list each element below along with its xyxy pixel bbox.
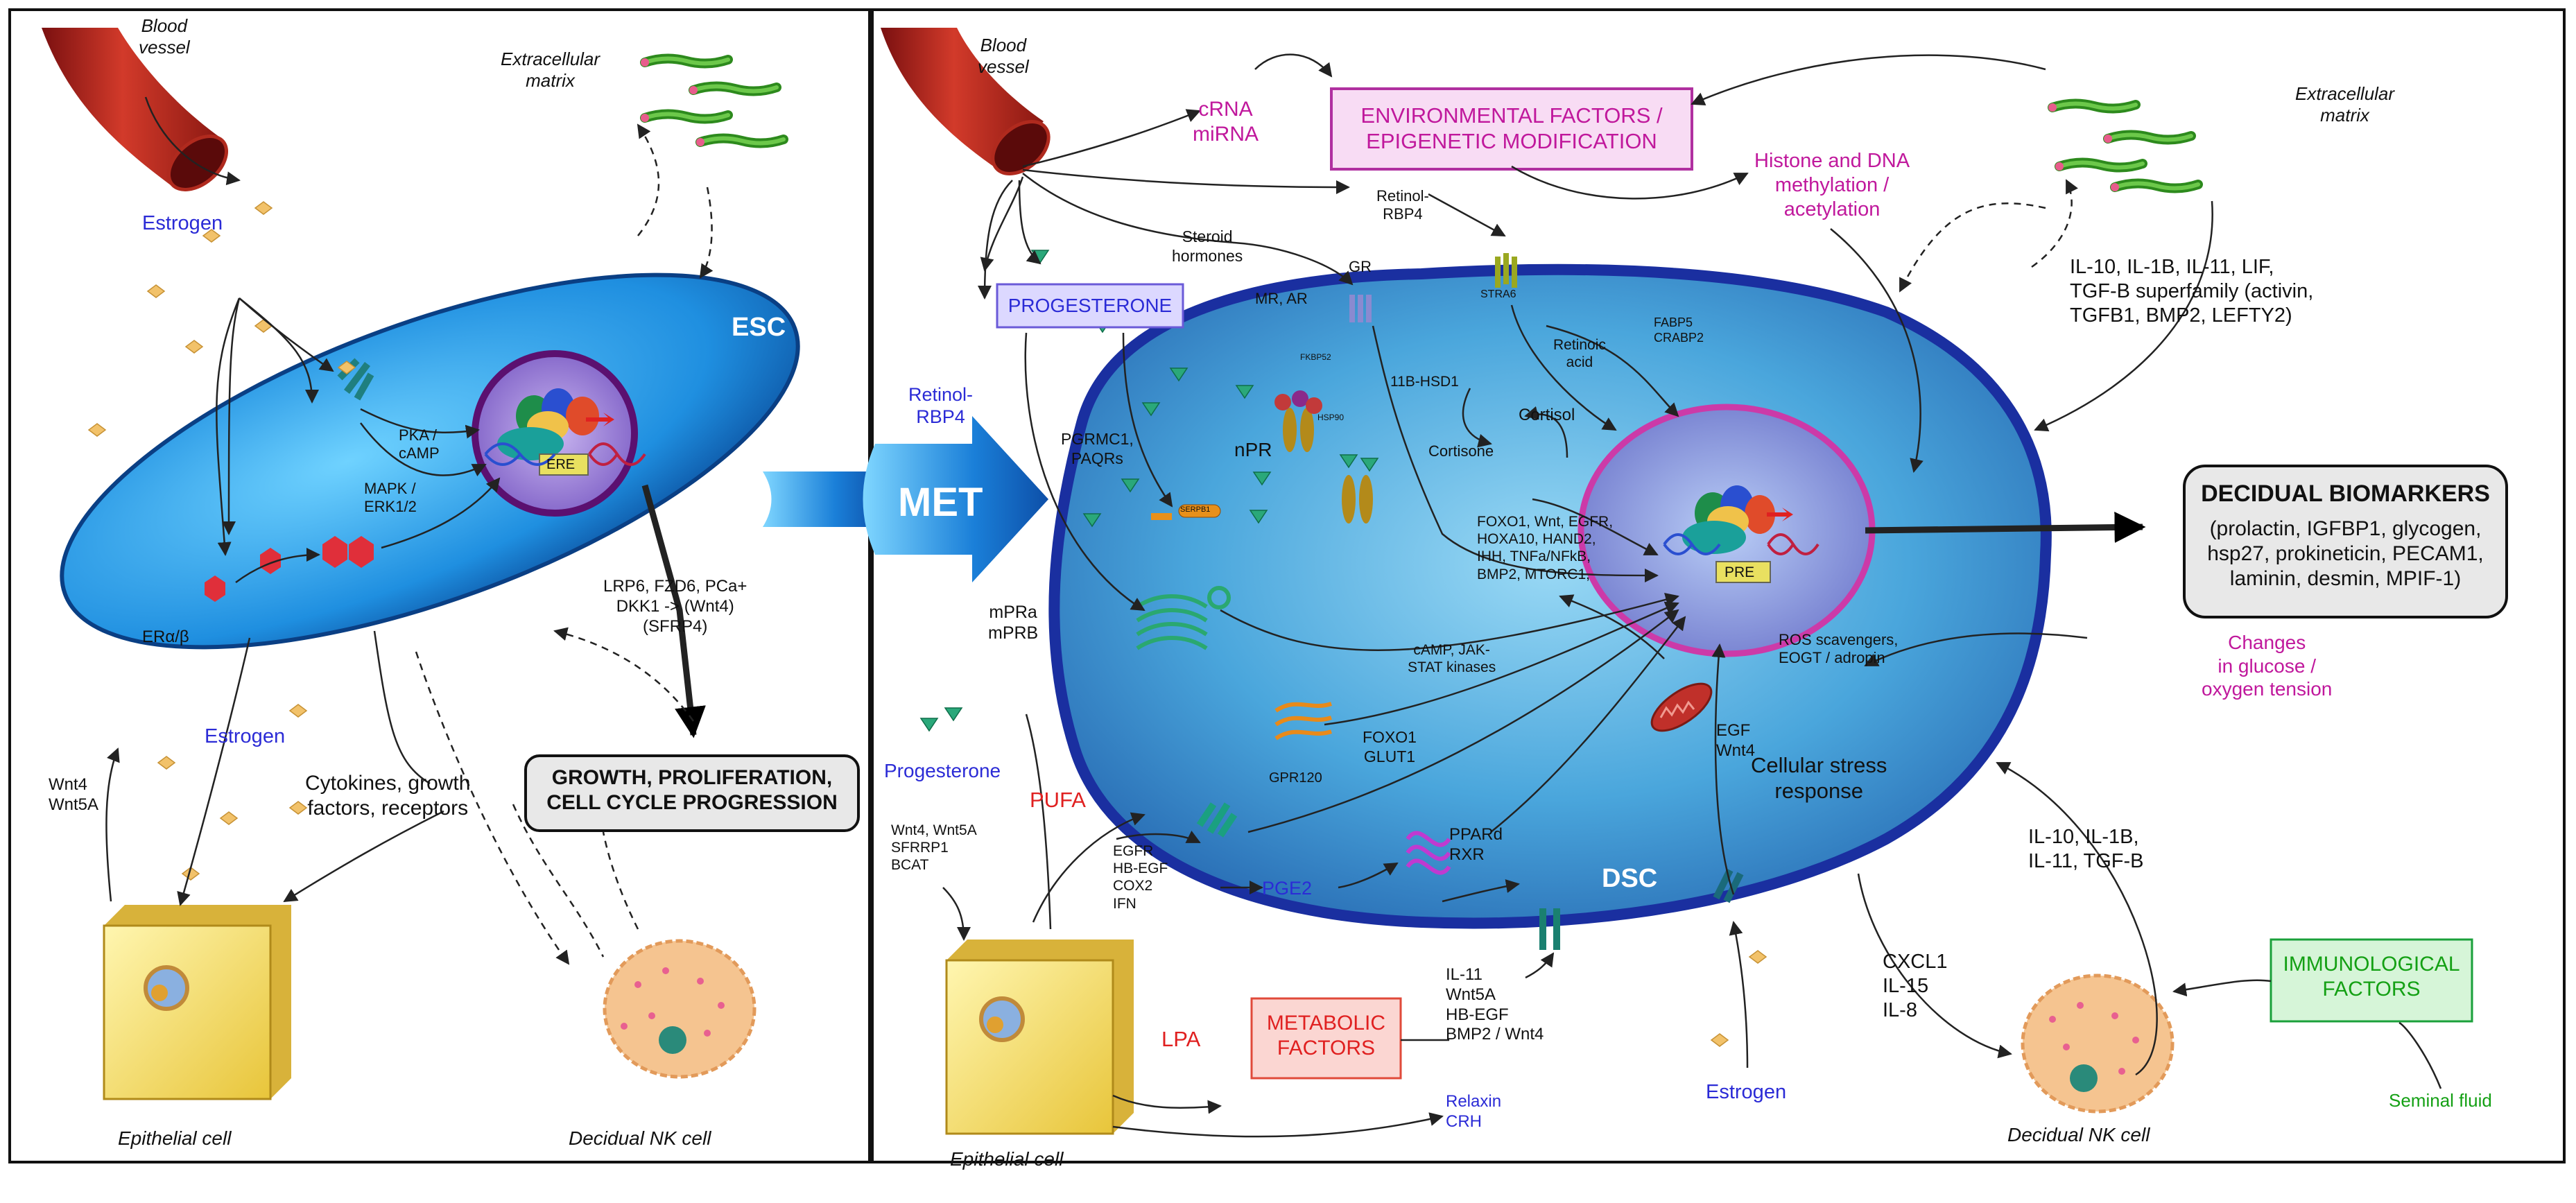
retinol-rbp4-left-label: Retinol- RBP4	[908, 384, 974, 428]
ecm-label-right: Extracellular matrix	[2295, 83, 2395, 126]
nk-label-left: Decidual NK cell	[569, 1127, 711, 1149]
gpr120-label: GPR120	[1269, 770, 1322, 786]
immuno-box-label: IMMUNOLOGICAL FACTORS	[2283, 953, 2460, 1001]
estrogen-label-bottom-left: Estrogen	[205, 725, 286, 747]
wnt-label-left: Wnt4 Wnt5A	[49, 775, 99, 814]
blood-vessel-label-right: Blood vessel	[978, 35, 1029, 78]
mr-ar-label: MR, AR	[1255, 290, 1308, 307]
lrp6-label: LRP6, FZD6, PCa+ DKK1 -> (Wnt4) (SFRP4)	[603, 577, 747, 636]
npr-label: nPR	[1234, 439, 1272, 460]
retinoic-label: Retinoic acid	[1553, 337, 1606, 371]
progesterone-box-label: PROGESTERONE	[1008, 295, 1173, 316]
dsc-label: DSC	[1602, 864, 1658, 893]
growth-box-bg	[524, 754, 860, 832]
ecm-factors-label: IL-10, IL-1B, IL-11, LIF, TGF-B superfam…	[2070, 256, 2314, 327]
mpr-label: mPRa mPRB	[988, 603, 1039, 643]
retinol-rbp4-top-label: Retinol- RBP4	[1376, 187, 1429, 223]
il10-list-label: IL-10, IL-1B, IL-11, TGF-B	[2028, 826, 2144, 872]
blood-vessel-label-left: Blood vessel	[139, 15, 190, 58]
estrogen-molecules-right	[1711, 950, 1767, 1047]
fabp5-label: FABP5 CRABP2	[1654, 315, 1704, 345]
epithelial-cell-right	[945, 940, 1134, 1135]
biomarkers-body: (prolactin, IGFBP1, glycogen, hsp27, pro…	[2207, 517, 2484, 590]
met-label: MET	[898, 480, 983, 525]
metabolic-box-label: METABOLIC FACTORS	[1266, 1012, 1386, 1059]
gr-label: GR	[1349, 258, 1372, 275]
mapk-label: MAPK / ERK1/2	[364, 480, 417, 516]
left-arrows	[105, 96, 714, 965]
esc-cell	[60, 272, 800, 650]
er-label: ERα/β	[142, 628, 189, 646]
nk-cell-left	[603, 939, 757, 1079]
blood-vessel-right	[881, 28, 1051, 175]
nk-label-right: Decidual NK cell	[2007, 1124, 2150, 1145]
stra6-label: STRA6	[1480, 288, 1516, 300]
epithelial-cell-left	[103, 905, 291, 1100]
left-panel-frame	[8, 8, 871, 1163]
right-panel-frame	[871, 8, 2566, 1163]
lpa-label: LPA	[1161, 1027, 1201, 1051]
esc-label: ESC	[732, 313, 786, 342]
metabolic-box-bg	[1250, 997, 1402, 1080]
targets-label: FOXO1, Wnt, EGFR, HOXA10, HAND2, IHH, TN…	[1477, 514, 1614, 582]
egf-wnt-label: EGF Wnt4	[1716, 721, 1756, 760]
ecm-fibers-left	[641, 58, 784, 146]
cxcl-label: CXCL1 IL-15 IL-8	[1883, 951, 1948, 1021]
env-box-bg	[1330, 87, 1693, 171]
right-arrows	[942, 53, 2442, 1138]
membrane-receptor-left	[337, 358, 374, 401]
ere-label: ERE	[546, 457, 576, 472]
biomarkers-title: DECIDUAL BIOMARKERS	[2201, 481, 2490, 507]
epithelial-label-right: Epithelial cell	[950, 1148, 1064, 1170]
ecm-fibers-right	[2048, 103, 2198, 191]
ppar-label: PPARd RXR	[1449, 825, 1503, 864]
steroid-label: Steroid hormones	[1172, 227, 1243, 265]
biomarkers-box-bg	[2183, 465, 2508, 618]
growth-box-label: GROWTH, PROLIFERATION, CELL CYCLE PROGRE…	[546, 766, 838, 814]
camp-jak-label: cAMP, JAK- STAT kinases	[1408, 642, 1496, 676]
ros-label: ROS scavengers, EOGT / adropin	[1779, 631, 1899, 667]
mitochondrion	[1650, 682, 1713, 732]
foxo-glut-label: FOXO1 GLUT1	[1363, 728, 1417, 765]
il-list-label: IL-11 Wnt5A HB-EGF BMP2 / Wnt4	[1446, 965, 1544, 1044]
stress-label: Cellular stress response	[1751, 753, 1887, 804]
fkbp-label: FKBP52	[1300, 352, 1331, 362]
receptors-right	[1136, 253, 1744, 950]
met-arrow	[763, 416, 1048, 582]
relaxin-label: Relaxin CRH	[1446, 1092, 1502, 1131]
pufa-label: PUFA	[1030, 788, 1086, 812]
progesterone-low-label: Progesterone	[884, 760, 1001, 781]
epithelial-label-left: Epithelial cell	[118, 1127, 232, 1149]
estrogen-label-right: Estrogen	[1706, 1081, 1787, 1103]
er-hexagons	[205, 536, 374, 602]
crna-label: cRNA miRNA	[1193, 98, 1259, 146]
immuno-box-bg	[2270, 938, 2473, 1023]
cortisone-label: Cortisone	[1428, 442, 1494, 460]
pge2-label: PGE2	[1262, 878, 1313, 899]
pgrmc-label: PGRMC1, PAQRs	[1061, 430, 1134, 467]
seminal-label: Seminal fluid	[2389, 1090, 2492, 1111]
hsp90-label: HSP90	[1317, 413, 1345, 422]
hsd-label: 11B-HSD1	[1390, 374, 1459, 390]
glucose-label: Changes in glucose / oxygen tension	[2202, 632, 2333, 700]
cytokines-label: Cytokines, growth factors, receptors	[305, 772, 471, 820]
progesterone-box-bg	[996, 283, 1184, 329]
ecm-label-left: Extracellular matrix	[501, 49, 600, 92]
env-box-label: ENVIRONMENTAL FACTORS / EPIGENETIC MODIF…	[1360, 103, 1663, 154]
wnt-sfrp-label: Wnt4, Wnt5A SFRRP1 BCAT	[891, 822, 977, 874]
serpb-label: SERPB1	[1180, 505, 1211, 514]
egfr-list-label: EGFR HB-EGF COX2 IFN	[1113, 843, 1168, 912]
histone-label: Histone and DNA methylation / acetylatio…	[1754, 150, 1910, 220]
pka-label: PKA / cAMP	[399, 426, 440, 462]
estrogen-label-top-left: Estrogen	[142, 212, 223, 234]
cortisol-label: Cortisol	[1519, 406, 1575, 424]
pre-label: PRE	[1724, 564, 1755, 580]
nk-cell-right	[2021, 973, 2175, 1114]
